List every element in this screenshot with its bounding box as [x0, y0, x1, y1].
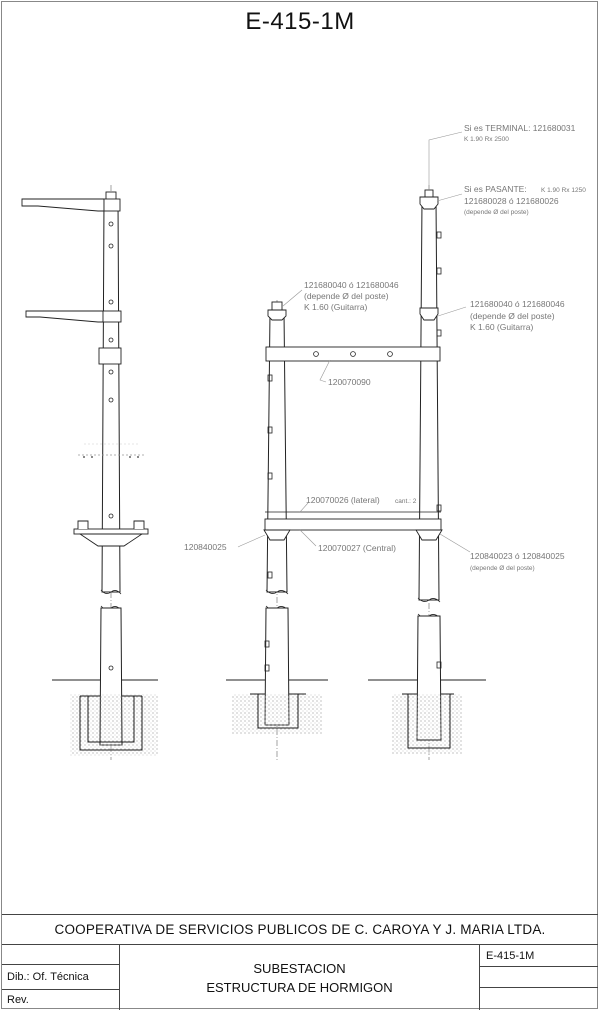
- subject-line-2: ESTRUCTURA DE HORMIGON: [206, 980, 393, 995]
- label-right-code: 121680040 ó 121680046: [470, 299, 565, 309]
- drawing-title: E-415-1M: [245, 8, 355, 35]
- label-right-k: K 1.60 (Guitarra): [470, 322, 533, 332]
- front-left-support: [263, 529, 291, 541]
- subject-cell: SUBESTACION ESTRUCTURA DE HORMIGON: [120, 945, 480, 1010]
- side-bolt-6: [108, 397, 114, 403]
- front-view: [226, 185, 486, 760]
- front-left-clamp: [267, 309, 287, 321]
- front-right-ground: [368, 679, 486, 754]
- label-terminal-k: K 1.90 Rx 2500: [464, 136, 509, 143]
- annotation-labels: Si es TERMINAL: 121680031 K 1.90 Rx 2500…: [184, 123, 586, 572]
- title-block-empty-cell-2: [480, 967, 598, 988]
- label-lateral: 120070026 (lateral): [306, 495, 380, 505]
- side-ground: [52, 679, 158, 756]
- side-dashed-marker: [78, 443, 145, 458]
- side-collar: [98, 347, 122, 365]
- front-left-break-top: [265, 589, 289, 595]
- side-top-crossarm: [21, 198, 105, 212]
- front-upper-beam-bolt-1: [313, 351, 319, 357]
- label-pasante-code: 121680028 ó 121680026: [464, 196, 559, 206]
- structure-drawing: Si es TERMINAL: 121680031 K 1.90 Rx 2500…: [21, 123, 586, 760]
- label-lower-right: 120840023 ó 120840025: [470, 551, 565, 561]
- label-central: 120070027 (Central): [318, 543, 396, 553]
- front-upper-beam-bolt-3: [387, 351, 393, 357]
- front-lower-crossbeam: [264, 518, 442, 531]
- label-lower-right-note: (depende Ø del poste): [470, 565, 535, 572]
- front-step-bolts: [264, 231, 442, 672]
- side-view: [21, 185, 158, 760]
- label-upper-beam: 120070090: [328, 377, 371, 387]
- label-pasante: Si es PASANTE:: [464, 184, 527, 194]
- drawn-by: Dib.: Of. Técnica: [2, 965, 120, 990]
- side-bolt-3: [108, 299, 114, 305]
- label-lateral-qty: cant.: 2: [395, 498, 417, 505]
- side-pole-break-top: [100, 589, 122, 595]
- front-right-support: [415, 529, 443, 541]
- label-left-k: K 1.60 (Guitarra): [304, 302, 367, 312]
- side-bottom-bracket: [73, 520, 149, 547]
- label-pasante-k: K 1.90 Rx 1250: [541, 187, 586, 194]
- side-bolt-4: [108, 337, 114, 343]
- side-mid-crossarm: [25, 310, 105, 323]
- side-bolt-7: [108, 513, 114, 519]
- front-right-top-clamp: [419, 196, 439, 210]
- label-pasante-note: (depende Ø del poste): [464, 209, 529, 216]
- subject-line-1: SUBESTACION: [253, 961, 346, 976]
- drawing-code: E-415-1M: [480, 945, 598, 967]
- leader-lines: [237, 131, 471, 553]
- label-terminal: Si es TERMINAL: 121680031: [464, 123, 576, 133]
- cooperative-name: COOPERATIVA DE SERVICIOS PUBLICOS DE C. …: [2, 915, 598, 945]
- side-bolt-8: [108, 665, 114, 671]
- front-upper-crossbeam: [265, 346, 441, 362]
- label-lower-left: 120840025: [184, 542, 227, 552]
- side-mid-clamp: [102, 310, 122, 323]
- front-left-ground: [226, 679, 328, 734]
- side-top-clamp: [103, 198, 121, 212]
- front-right-mid-clamp: [419, 307, 439, 321]
- front-left-cap: [271, 301, 283, 311]
- front-right-break-top: [417, 597, 441, 603]
- label-left-code: 121680040 ó 121680046: [304, 280, 399, 290]
- title-block-empty-cell-3: [480, 988, 598, 1010]
- side-bolt-1: [108, 221, 114, 227]
- title-block-empty-cell: [2, 945, 120, 965]
- side-bolt-2: [108, 243, 114, 249]
- side-bolt-5: [108, 369, 114, 375]
- front-upper-beam-bolt-2: [350, 351, 356, 357]
- revision: Rev.: [2, 990, 120, 1010]
- title-block: COOPERATIVA DE SERVICIOS PUBLICOS DE C. …: [2, 914, 598, 1010]
- label-right-note: (depende Ø del poste): [470, 311, 555, 321]
- label-left-note: (depende Ø del poste): [304, 291, 389, 301]
